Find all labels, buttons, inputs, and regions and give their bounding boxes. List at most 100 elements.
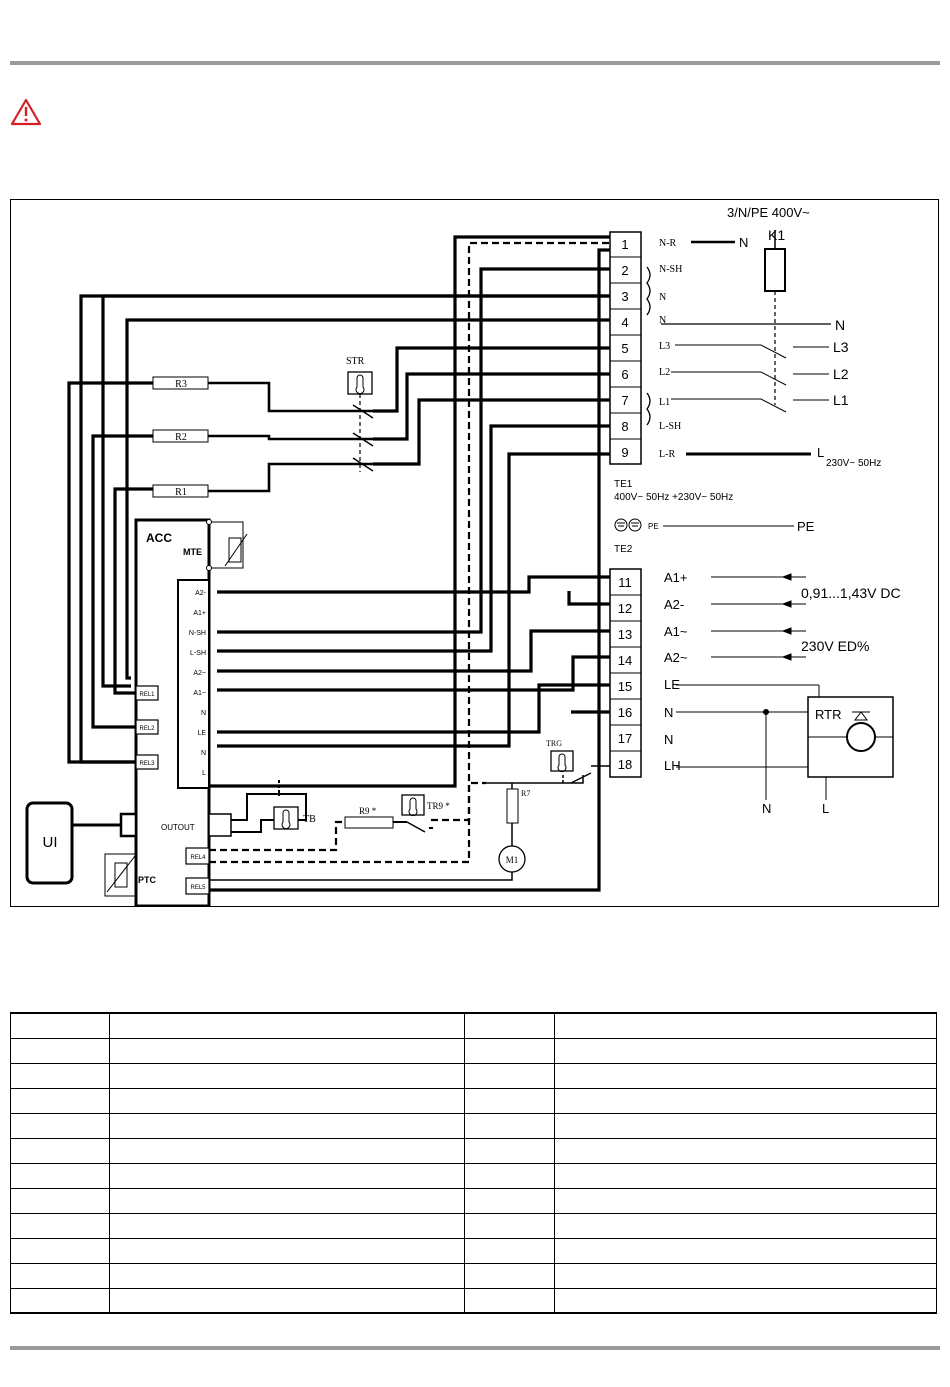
legend-cell — [10, 1137, 110, 1164]
te2-terminal-block — [609, 568, 642, 778]
n-bridge — [646, 266, 651, 316]
legend-row — [10, 1187, 937, 1214]
rtr-n-label: N — [762, 801, 771, 816]
te1-terminal-number: 3 — [621, 289, 628, 304]
output-label: OUTOUT — [161, 823, 195, 832]
acc-pin-label: N — [201, 750, 206, 757]
pe-left-label: PE — [648, 522, 659, 531]
legend-cell — [10, 1037, 110, 1064]
te1-terminal-number: 7 — [621, 393, 628, 408]
legend-cell — [464, 1112, 555, 1139]
supply-three-phase-label: 3/N/PE 400V~ — [727, 205, 810, 220]
te1-terminal-label: L1 — [659, 397, 670, 408]
r9-label: R9 * — [359, 806, 377, 816]
legend-cell — [554, 1137, 937, 1164]
str-thermostat-icon — [347, 371, 373, 395]
te2-terminal-label: N — [664, 705, 673, 720]
legend-cell — [109, 1087, 465, 1114]
legend-cell — [10, 1237, 110, 1264]
legend-cell — [109, 1212, 465, 1239]
legend-cell — [10, 1012, 110, 1039]
l3-label: L3 — [833, 339, 849, 355]
te1-terminal-label: L-SH — [659, 421, 681, 432]
trg-label: TRG — [546, 739, 562, 748]
acc-pin-label: A1~ — [193, 690, 206, 697]
tb-label: TB — [303, 814, 316, 825]
te2-terminal-number: 12 — [618, 601, 632, 616]
acc-pin-strip — [177, 579, 210, 789]
top-rule — [10, 61, 940, 65]
te2-terminal-label: A2- — [664, 597, 684, 612]
legend-cell — [554, 1162, 937, 1189]
legend-cell — [109, 1187, 465, 1214]
legend-row — [10, 1262, 937, 1289]
resistor-r7 — [506, 788, 519, 824]
str-label: STR — [346, 356, 365, 367]
legend-cell — [464, 1137, 555, 1164]
legend-cell — [109, 1262, 465, 1289]
single-phase-label: 230V~ 50Hz — [826, 458, 881, 469]
te2-terminal-number: 14 — [618, 653, 632, 668]
te2-terminal-label: LE — [664, 677, 680, 692]
l2-label: L2 — [833, 366, 849, 382]
legend-cell — [10, 1212, 110, 1239]
tr9-thermostat-icon — [401, 794, 425, 817]
l1-label: L1 — [833, 392, 849, 408]
te1-terminal-number: 4 — [621, 315, 628, 330]
pe-right-label: PE — [797, 519, 815, 534]
r2-label: R2 — [175, 432, 187, 443]
legend-cell — [109, 1162, 465, 1189]
te1-terminal-number: 6 — [621, 367, 628, 382]
warning-icon — [10, 98, 42, 126]
acc-pin-label: N — [201, 710, 206, 717]
trg-thermostat-icon — [550, 750, 574, 773]
output-connector — [208, 813, 232, 837]
te1-terminal-label: L3 — [659, 341, 670, 352]
legend-cell — [464, 1087, 555, 1114]
legend-cell — [109, 1287, 465, 1314]
legend-cell — [464, 1287, 555, 1314]
legend-cell — [109, 1012, 465, 1039]
te2-terminal-label: N — [664, 732, 673, 747]
legend-cell — [464, 1262, 555, 1289]
te1-terminal-label: L-R — [659, 449, 675, 460]
ui-connector — [119, 812, 138, 838]
te2-terminal-label: A1~ — [664, 624, 688, 639]
wiring-diagram: 3/N/PE 400V~ K1 1 2 3 4 5 6 7 8 9 N-R N-… — [10, 199, 939, 907]
legend-cell — [554, 1187, 937, 1214]
connector-rel5 — [185, 877, 210, 895]
legend-cell — [464, 1212, 555, 1239]
ptc-sensor — [104, 853, 136, 897]
legend-cell — [464, 1187, 555, 1214]
rtr-label: RTR — [815, 707, 841, 722]
te1-terminal-label: N-SH — [659, 264, 682, 275]
ground-icon — [614, 518, 642, 532]
te2-terminal-number: 13 — [618, 627, 632, 642]
acc-pin-label: L — [202, 770, 206, 777]
legend-cell — [554, 1037, 937, 1064]
acc-pin-label: A2- — [195, 590, 207, 597]
legend-row — [10, 1062, 937, 1089]
r7-label: R7 — [521, 789, 530, 798]
legend-cell — [554, 1087, 937, 1114]
te2-terminal-number: 15 — [618, 679, 632, 694]
m1-label: M1 — [506, 855, 519, 865]
legend-cell — [554, 1012, 937, 1039]
n-output-label: N — [739, 235, 748, 250]
mains-n-label: N — [835, 317, 845, 333]
legend-cell — [464, 1012, 555, 1039]
te1-terminal-number: 9 — [621, 445, 628, 460]
legend-cell — [109, 1037, 465, 1064]
relay-label: REL2 — [139, 726, 155, 732]
legend-row — [10, 1137, 937, 1164]
legend-row — [10, 1112, 937, 1139]
tr9-label: TR9 * — [427, 801, 450, 811]
relay-rel3 — [135, 754, 159, 770]
legend-cell — [10, 1062, 110, 1089]
legend-cell — [10, 1087, 110, 1114]
l-bridge — [646, 392, 651, 426]
legend-cell — [10, 1162, 110, 1189]
legend-row — [10, 1212, 937, 1239]
relay-rel2 — [135, 719, 159, 735]
legend-cell — [10, 1187, 110, 1214]
